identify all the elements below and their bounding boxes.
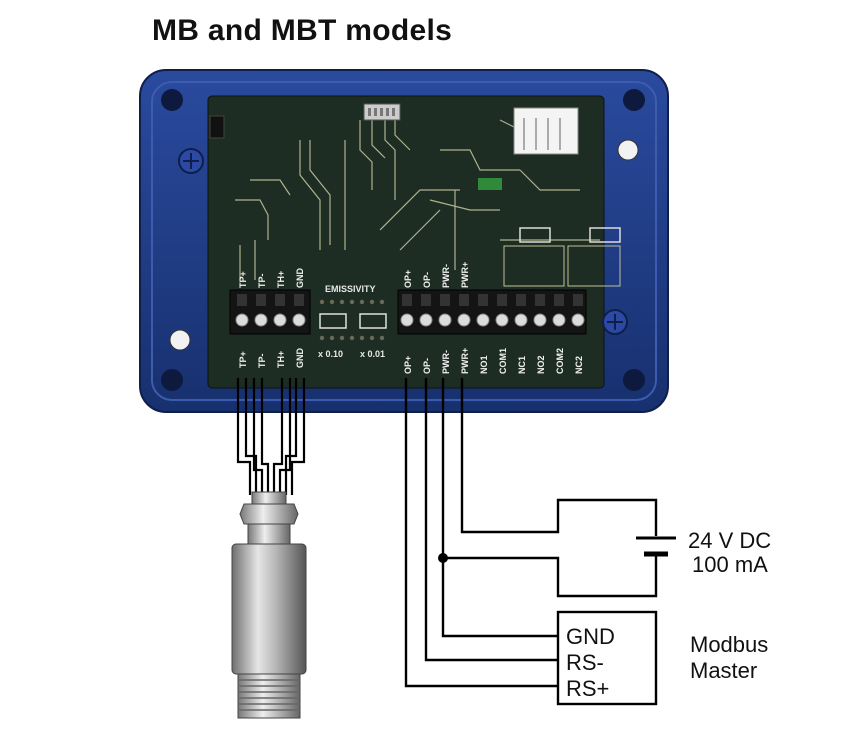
green-jumper xyxy=(478,178,502,190)
jumper-x010 xyxy=(319,313,347,329)
emissivity-label: EMISSIVITY xyxy=(325,284,376,294)
label-nc1: NC1 xyxy=(517,356,527,374)
emissivity-option-010: x 0.10 xyxy=(318,349,343,359)
modbus-rs-plus: RS+ xyxy=(566,676,609,701)
label-pwr-minus-top: PWR- xyxy=(441,264,451,288)
label-gnd-bottom: GND xyxy=(295,348,305,369)
label-op-plus: OP+ xyxy=(403,356,413,374)
modbus-connector-box xyxy=(556,610,658,706)
terminal-screw xyxy=(254,313,268,327)
wire-rs-minus xyxy=(424,378,558,662)
label-op-plus-top: OP+ xyxy=(403,270,413,288)
label-pwr-plus: PWR+ xyxy=(460,348,470,374)
modbus-gnd: GND xyxy=(566,624,615,649)
mount-hole xyxy=(161,89,183,111)
white-hole xyxy=(617,139,639,161)
label-op-minus-top: OP- xyxy=(422,272,432,288)
pcb xyxy=(178,95,628,389)
label-pwr-minus: PWR- xyxy=(441,350,451,374)
wire-rs-plus xyxy=(404,378,558,688)
sensor-nut xyxy=(239,503,299,525)
left-terminal-block xyxy=(229,289,311,335)
mount-hole xyxy=(623,369,645,391)
terminal-screw xyxy=(235,313,249,327)
label-nc2: NC2 xyxy=(574,356,584,374)
sensor-cable-gland xyxy=(251,491,287,505)
mount-hole xyxy=(161,369,183,391)
modbus-label-line1: Modbus xyxy=(690,632,768,657)
sensor-body xyxy=(231,543,307,675)
right-terminal-block xyxy=(397,289,587,335)
sensor-wires xyxy=(236,378,306,495)
relay-outline xyxy=(503,245,565,287)
label-tp-minus-top: TP- xyxy=(257,273,267,288)
label-com1: COM1 xyxy=(498,348,508,374)
modbus-label-line2: Master xyxy=(690,658,757,683)
label-op-minus: OP- xyxy=(422,358,432,374)
black-jumper xyxy=(209,115,225,139)
jumper-x001 xyxy=(359,313,387,329)
label-th-plus-bottom: TH+ xyxy=(276,351,286,368)
label-th-plus-top: TH+ xyxy=(276,271,286,288)
label-tp-minus-bottom: TP- xyxy=(257,353,267,368)
component xyxy=(589,227,621,243)
junction-dot xyxy=(438,553,448,563)
emissivity-jumpers: EMISSIVITY x 0.10 x 0.01 xyxy=(318,284,387,359)
pin-grid xyxy=(319,299,385,341)
relay-outline xyxy=(567,245,621,287)
label-gnd-top: GND xyxy=(295,268,305,289)
label-com2: COM2 xyxy=(555,348,565,374)
mount-hole xyxy=(623,89,645,111)
emissivity-option-001: x 0.01 xyxy=(360,349,385,359)
supply-voltage: 24 V DC xyxy=(688,528,771,553)
output-wires xyxy=(404,378,658,688)
white-hole xyxy=(169,329,191,351)
label-no2: NO2 xyxy=(536,355,546,374)
wire-pwr-minus xyxy=(443,556,658,598)
pcb-traces xyxy=(235,118,600,280)
modbus-rs-minus: RS- xyxy=(566,650,604,675)
terminal-screw xyxy=(292,313,306,327)
label-pwr-plus-top: PWR+ xyxy=(460,262,470,288)
label-no1: NO1 xyxy=(479,355,489,374)
sensor xyxy=(231,491,307,719)
label-tp-plus-top: TP+ xyxy=(238,271,248,288)
label-tp-plus-bottom: TP+ xyxy=(238,351,248,368)
terminal-screw xyxy=(273,313,287,327)
wire-gnd xyxy=(441,378,558,638)
supply-current: 100 mA xyxy=(692,552,768,577)
component xyxy=(519,227,551,243)
sensor-thread xyxy=(237,673,301,719)
diagram-title: MB and MBT models xyxy=(152,14,453,47)
wire-pwr-plus xyxy=(460,378,658,536)
